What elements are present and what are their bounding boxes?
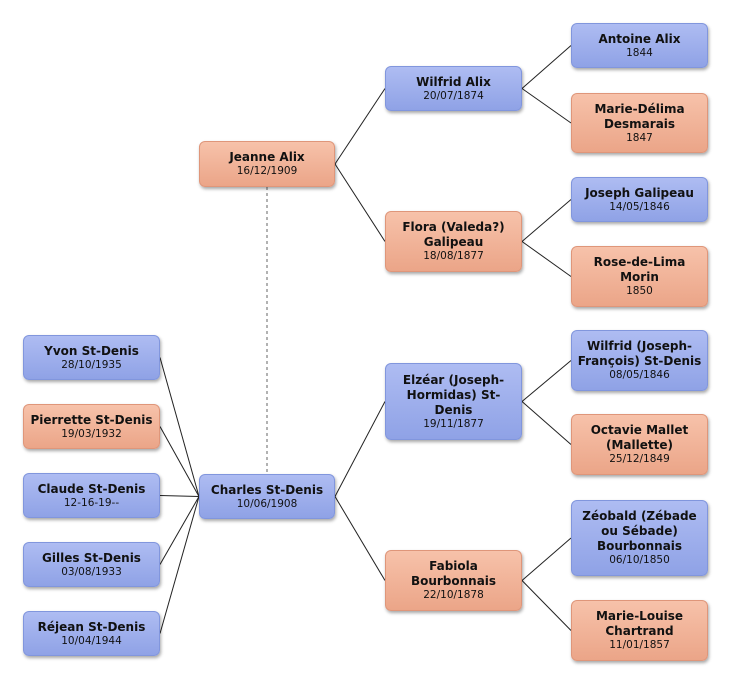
person-date: 1850 (626, 285, 653, 297)
person-marie-louise-chartrand[interactable]: Marie-Louise Chartrand 11/01/1857 (571, 600, 708, 661)
person-joseph-galipeau[interactable]: Joseph Galipeau 14/05/1846 (571, 177, 708, 222)
person-name: Joseph Galipeau (585, 185, 694, 200)
person-octavie-mallet[interactable]: Octavie Mallet (Mallette) 25/12/1849 (571, 414, 708, 475)
child-connector (159, 495, 200, 497)
person-date: 12-16-19-- (63, 496, 120, 509)
ancestor-connector (334, 88, 386, 165)
person-charles-st-denis[interactable]: Charles St-Denis 10/06/1908 (199, 474, 335, 519)
ancestor-connector (521, 360, 572, 402)
person-name: Réjean St-Denis (37, 619, 146, 634)
child-connector (159, 426, 200, 497)
child-connector (159, 496, 200, 565)
person-date: 22/10/1878 (423, 589, 484, 601)
person-flora-galipeau[interactable]: Flora (Valeda?) Galipeau 18/08/1877 (385, 211, 522, 272)
person-date: 03/08/1933 (61, 565, 122, 578)
person-name: Pierrette St-Denis (30, 412, 153, 427)
person-date: 20/07/1874 (423, 89, 484, 102)
ancestor-connector (521, 401, 572, 445)
person-date: 1844 (626, 46, 653, 59)
person-elzear-st-denis[interactable]: Elzéar (Joseph- Hormidas) St- Denis 19/1… (385, 363, 522, 440)
person-gilles-st-denis[interactable]: Gilles St-Denis 03/08/1933 (23, 542, 160, 587)
person-name: Elzéar (Joseph- Hormidas) St- Denis (402, 372, 505, 417)
person-name: Yvon St-Denis (44, 343, 139, 358)
person-name: Marie-Louise Chartrand (595, 609, 684, 638)
person-antoine-alix[interactable]: Antoine Alix 1844 (571, 23, 708, 68)
person-yvon-st-denis[interactable]: Yvon St-Denis 28/10/1935 (23, 335, 160, 380)
person-zeobald-bourbonnais[interactable]: Zéobald (Zébade ou Sébade) Bourbonnais 0… (571, 500, 708, 576)
person-date: 16/12/1909 (236, 165, 298, 177)
person-name: Wilfrid (Joseph- François) St-Denis (577, 339, 702, 368)
person-date: 08/05/1846 (609, 369, 670, 381)
person-wilfrid-joseph-francois-st-denis[interactable]: Wilfrid (Joseph- François) St-Denis 08/0… (571, 330, 708, 391)
person-date: 11/01/1857 (609, 639, 670, 651)
person-name: Flora (Valeda?) Galipeau (402, 220, 505, 249)
ancestor-connector (521, 580, 572, 631)
ancestor-connector (521, 45, 572, 89)
person-date: 19/03/1932 (61, 427, 122, 440)
person-date: 25/12/1849 (609, 453, 670, 465)
person-name: Octavie Mallet (Mallette) (590, 423, 689, 452)
person-date: 19/11/1877 (423, 417, 484, 430)
person-name: Fabiola Bourbonnais (410, 559, 497, 588)
person-name: Zéobald (Zébade ou Sébade) Bourbonnais (582, 509, 697, 553)
person-date: 18/08/1877 (423, 250, 484, 262)
ancestor-connector (334, 163, 386, 242)
person-pierrette-st-denis[interactable]: Pierrette St-Denis 19/03/1932 (23, 404, 160, 449)
person-date: 10/06/1908 (236, 497, 298, 510)
child-connector (159, 357, 200, 497)
person-name: Jeanne Alix (229, 150, 305, 164)
person-claude-st-denis[interactable]: Claude St-Denis 12-16-19-- (23, 473, 160, 518)
person-date: 06/10/1850 (609, 554, 670, 566)
person-name: Antoine Alix (598, 31, 681, 46)
person-name: Rose-de-Lima Morin (593, 255, 686, 284)
person-name: Gilles St-Denis (42, 550, 141, 565)
person-name: Marie-Délima Desmarais (594, 101, 685, 131)
person-name: Wilfrid Alix (416, 74, 491, 89)
ancestor-connector (521, 199, 572, 242)
person-date: 1847 (626, 131, 653, 144)
person-marie-delima-desmarais[interactable]: Marie-Délima Desmarais 1847 (571, 93, 708, 153)
person-date: 10/04/1944 (61, 634, 122, 647)
ancestor-connector (334, 496, 386, 581)
person-date: 14/05/1846 (609, 200, 670, 213)
person-name: Charles St-Denis (210, 482, 324, 497)
ancestor-connector (521, 88, 572, 124)
person-date: 28/10/1935 (61, 358, 122, 371)
person-name: Claude St-Denis (37, 481, 146, 496)
ancestor-connector (334, 401, 386, 497)
person-jeanne-alix[interactable]: Jeanne Alix 16/12/1909 (199, 141, 335, 187)
person-fabiola-bourbonnais[interactable]: Fabiola Bourbonnais 22/10/1878 (385, 550, 522, 611)
child-connector (159, 496, 200, 634)
person-rejean-st-denis[interactable]: Réjean St-Denis 10/04/1944 (23, 611, 160, 656)
ancestor-connector (521, 241, 572, 277)
person-wilfrid-alix[interactable]: Wilfrid Alix 20/07/1874 (385, 66, 522, 111)
person-rose-de-lima-morin[interactable]: Rose-de-Lima Morin 1850 (571, 246, 708, 307)
ancestor-connector (521, 537, 572, 581)
